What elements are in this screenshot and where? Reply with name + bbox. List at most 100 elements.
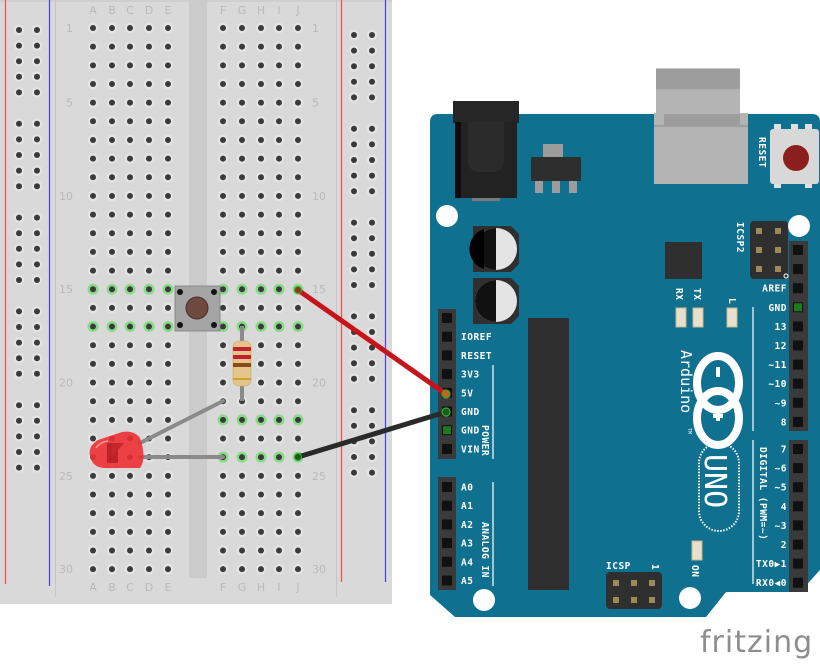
- breadboard-hole[interactable]: [90, 211, 96, 218]
- analog-pin[interactable]: [442, 556, 452, 567]
- breadboard-hole[interactable]: [258, 360, 264, 367]
- breadboard-hole[interactable]: [109, 566, 115, 573]
- breadboard-hole[interactable]: [239, 136, 245, 143]
- rail-hole[interactable]: [369, 141, 375, 148]
- breadboard-hole[interactable]: [295, 192, 301, 199]
- breadboard-hole[interactable]: [109, 342, 115, 349]
- breadboard-hole[interactable]: [90, 174, 96, 181]
- rail-hole[interactable]: [351, 360, 357, 367]
- breadboard-hole[interactable]: [127, 230, 133, 237]
- breadboard-hole[interactable]: [276, 510, 282, 517]
- breadboard-hole[interactable]: [127, 416, 133, 423]
- rail-hole[interactable]: [16, 370, 22, 377]
- breadboard-hole[interactable]: [258, 323, 264, 330]
- breadboard-hole[interactable]: [258, 80, 264, 87]
- breadboard-hole[interactable]: [276, 211, 282, 218]
- breadboard-hole[interactable]: [165, 230, 171, 237]
- breadboard-hole[interactable]: [220, 528, 226, 535]
- breadboard-hole[interactable]: [127, 25, 133, 31]
- breadboard-hole[interactable]: [258, 174, 264, 181]
- breadboard-hole[interactable]: [295, 99, 301, 106]
- breadboard-hole[interactable]: [258, 454, 264, 461]
- rail-hole[interactable]: [351, 32, 357, 38]
- breadboard-hole[interactable]: [165, 136, 171, 143]
- digital-pin[interactable]: [793, 283, 803, 294]
- rail-hole[interactable]: [34, 277, 40, 283]
- breadboard-hole[interactable]: [295, 566, 301, 573]
- pushbutton[interactable]: [174, 285, 221, 332]
- breadboard-hole[interactable]: [165, 286, 171, 293]
- rail-hole[interactable]: [351, 407, 357, 414]
- breadboard-hole[interactable]: [239, 267, 245, 274]
- breadboard-hole[interactable]: [295, 416, 301, 423]
- breadboard-hole[interactable]: [295, 62, 301, 69]
- breadboard-hole[interactable]: [146, 136, 152, 143]
- rail-hole[interactable]: [351, 63, 357, 70]
- breadboard-hole[interactable]: [90, 248, 96, 255]
- breadboard-hole[interactable]: [276, 323, 282, 330]
- rail-hole[interactable]: [34, 167, 40, 174]
- breadboard-hole[interactable]: [220, 174, 226, 181]
- breadboard-hole[interactable]: [165, 80, 171, 87]
- rail-hole[interactable]: [34, 214, 40, 221]
- rail-hole[interactable]: [351, 344, 357, 351]
- rail-hole[interactable]: [34, 120, 40, 127]
- breadboard-hole[interactable]: [295, 360, 301, 367]
- breadboard-hole[interactable]: [127, 472, 133, 479]
- breadboard-hole[interactable]: [127, 43, 133, 50]
- breadboard-hole[interactable]: [90, 25, 96, 31]
- digital-pin[interactable]: [793, 340, 803, 351]
- rail-hole[interactable]: [34, 152, 40, 158]
- breadboard-hole[interactable]: [146, 267, 152, 274]
- breadboard-hole[interactable]: [239, 454, 245, 461]
- breadboard-hole[interactable]: [109, 136, 115, 143]
- rail-hole[interactable]: [16, 433, 22, 440]
- breadboard-hole[interactable]: [239, 416, 245, 423]
- breadboard-hole[interactable]: [220, 118, 226, 125]
- breadboard-hole[interactable]: [258, 379, 264, 386]
- breadboard-hole[interactable]: [239, 192, 245, 199]
- breadboard-hole[interactable]: [90, 360, 96, 367]
- breadboard-hole[interactable]: [109, 174, 115, 181]
- breadboard-hole[interactable]: [220, 379, 226, 386]
- breadboard-hole[interactable]: [276, 566, 282, 573]
- breadboard-hole[interactable]: [165, 491, 171, 498]
- rail-hole[interactable]: [34, 464, 40, 471]
- breadboard-hole[interactable]: [146, 43, 152, 50]
- digital-pin[interactable]: [793, 416, 803, 427]
- rail-hole[interactable]: [16, 183, 22, 190]
- breadboard-hole[interactable]: [220, 510, 226, 517]
- analog-pin[interactable]: [442, 500, 452, 511]
- breadboard-hole[interactable]: [276, 43, 282, 50]
- breadboard-hole[interactable]: [127, 510, 133, 517]
- breadboard-hole[interactable]: [146, 342, 152, 349]
- breadboard-hole[interactable]: [165, 416, 171, 423]
- breadboard-hole[interactable]: [109, 155, 115, 162]
- breadboard-hole[interactable]: [220, 547, 226, 554]
- breadboard-hole[interactable]: [90, 472, 96, 479]
- breadboard-hole[interactable]: [165, 155, 171, 162]
- power-pin[interactable]: [442, 369, 452, 380]
- rail-hole[interactable]: [351, 78, 357, 85]
- rail-hole[interactable]: [369, 63, 375, 70]
- rail-hole[interactable]: [16, 230, 22, 237]
- rail-hole[interactable]: [369, 250, 375, 257]
- breadboard-hole[interactable]: [165, 379, 171, 386]
- breadboard-hole[interactable]: [295, 304, 301, 311]
- breadboard-hole[interactable]: [220, 155, 226, 162]
- rail-hole[interactable]: [369, 329, 375, 335]
- digital-pin[interactable]: [793, 577, 803, 588]
- rail-hole[interactable]: [16, 339, 22, 346]
- breadboard-hole[interactable]: [220, 435, 226, 442]
- breadboard-hole[interactable]: [276, 472, 282, 479]
- digital-pin[interactable]: [793, 482, 803, 493]
- rail-hole[interactable]: [351, 375, 357, 382]
- rail-hole[interactable]: [369, 282, 375, 288]
- breadboard-hole[interactable]: [90, 192, 96, 199]
- breadboard-hole[interactable]: [295, 528, 301, 535]
- breadboard-hole[interactable]: [127, 360, 133, 367]
- breadboard-hole[interactable]: [165, 342, 171, 349]
- breadboard-hole[interactable]: [239, 230, 245, 237]
- breadboard-hole[interactable]: [90, 510, 96, 517]
- breadboard-hole[interactable]: [90, 286, 96, 293]
